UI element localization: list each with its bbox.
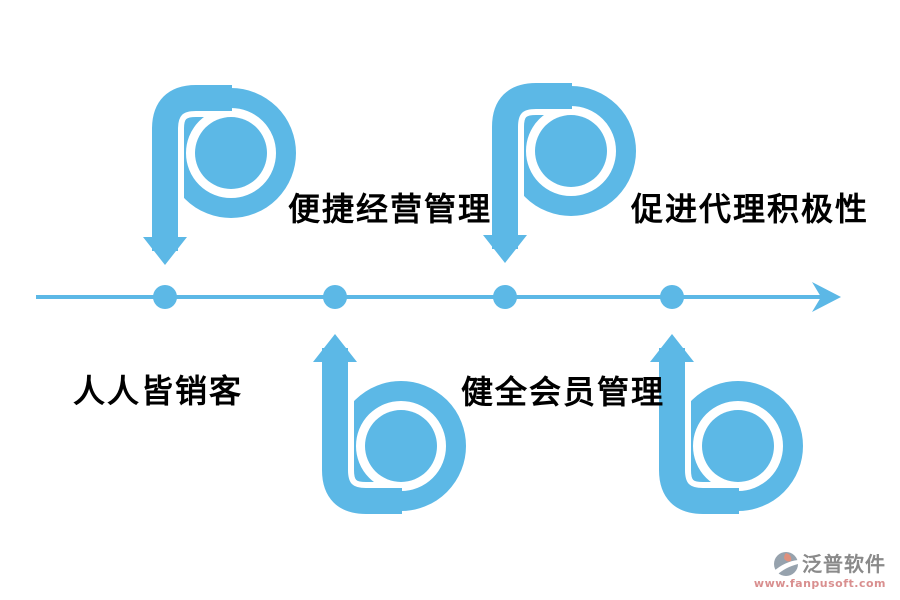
timeline-dot-3 [493,285,517,309]
timeline-label-1: 人人皆销客 [73,372,244,410]
timeline-label-2: 便捷经营管理 [288,190,493,228]
timeline-dot-1 [153,285,177,309]
loop-arrow-down-icon-3 [483,96,626,263]
watermark-url: www.fanpusoft.com [753,576,886,590]
timeline-label-3: 健全会员管理 [461,373,666,411]
timeline-arrowhead-icon [812,282,841,312]
timeline-label-4: 促进代理积极性 [631,190,870,228]
loop-arrow-down-icon-1 [143,98,286,265]
timeline-dot-2 [323,285,347,309]
timeline-dot-4 [660,285,684,309]
loop-arrow-up-icon-4 [650,334,793,501]
loop-arrow-up-icon-2 [313,334,456,501]
fanpu-logo-icon [774,551,798,576]
watermark-brand: 泛普软件 [802,551,886,576]
watermark: 泛普软件 www.fanpusoft.com [754,551,886,590]
